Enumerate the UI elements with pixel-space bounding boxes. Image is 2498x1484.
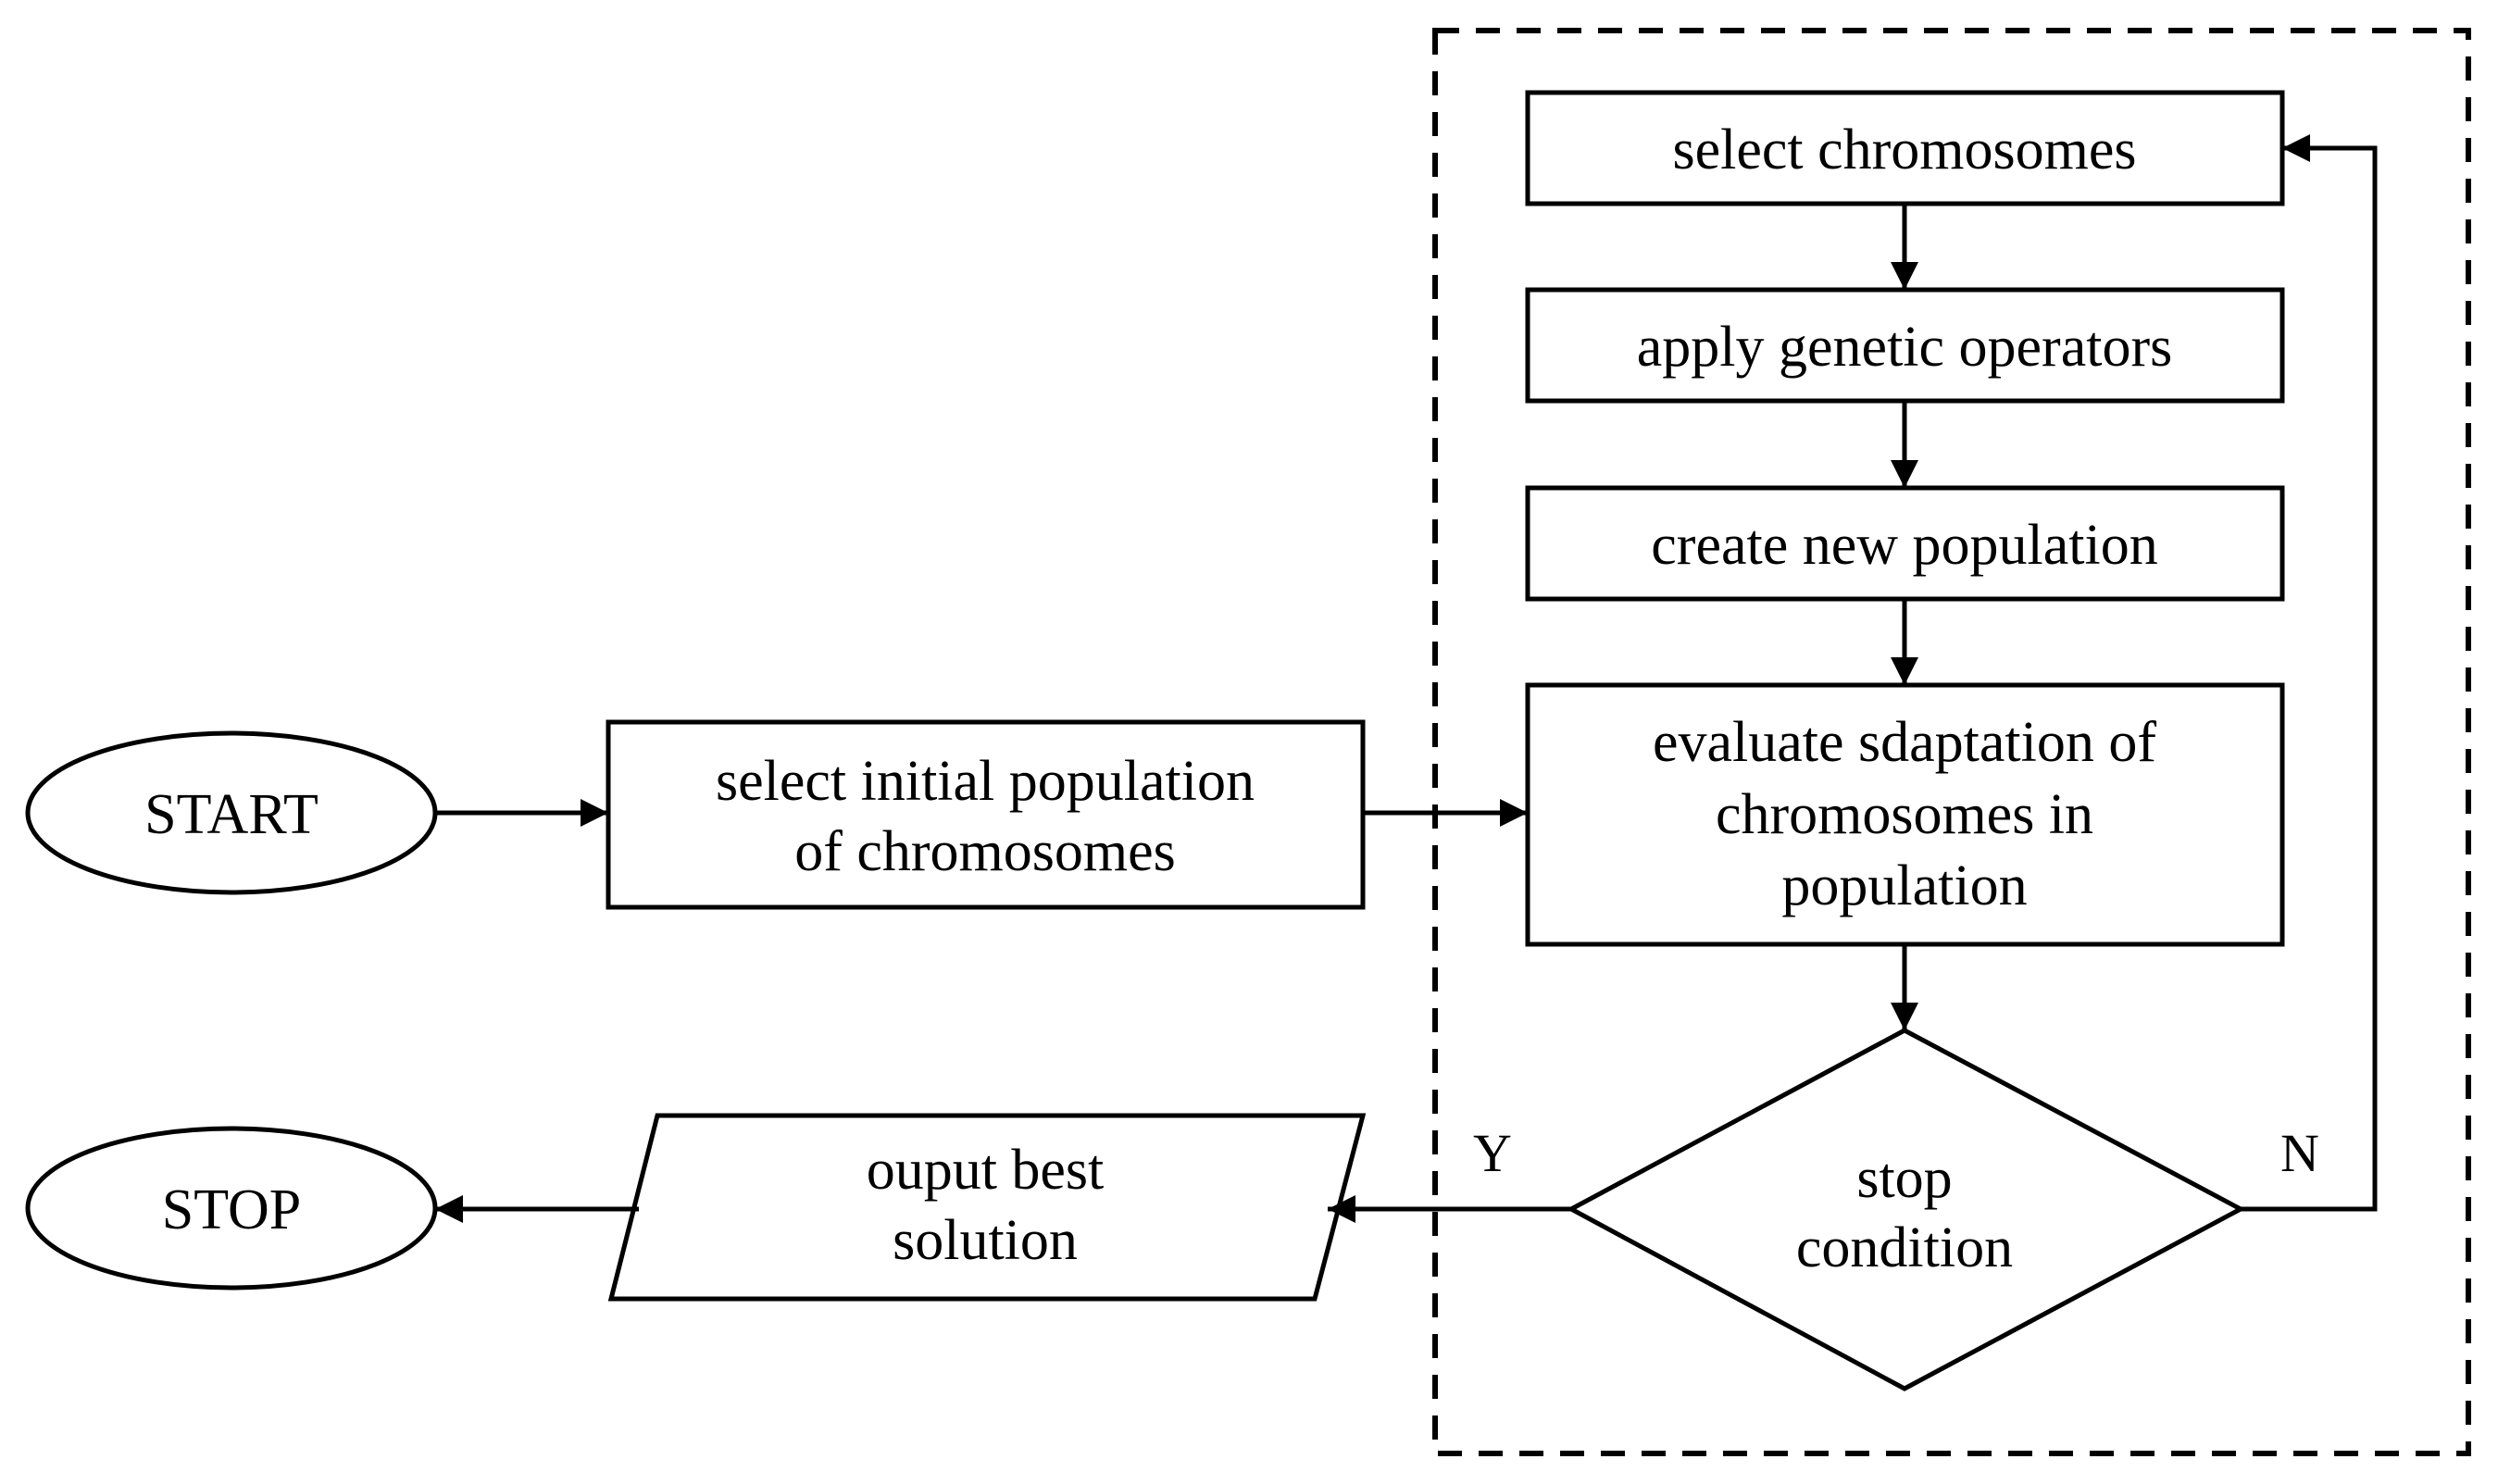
evaluate-adaptation-box: evaluate sdaptation of chromosomes in po… [1525,682,2285,947]
output-best-line-2: solution [893,1209,1078,1272]
select-initial-line-1: select initial population [716,750,1255,813]
no-label: N [2280,1123,2319,1183]
stop-condition-line-2: condition [1796,1216,2013,1279]
apply-genetic-operators-box: apply genetic operators [1525,287,2285,404]
stop-condition-line-1: stop [1856,1147,1952,1210]
evaluate-line-2: chromosomes in [1716,783,2093,846]
select-chromosomes-label: select chromosomes [1672,118,2136,181]
select-chromosomes-box: select chromosomes [1525,90,2285,206]
stop-condition-decision: stop condition [1566,1028,2246,1391]
create-new-population-label: create new population [1651,514,2157,577]
iteration-loop-region [1432,28,2471,1456]
start-terminal: START [25,730,438,895]
evaluate-line-3: population [1781,854,2027,917]
stop-label: STOP [162,1178,302,1241]
stop-terminal: STOP [25,1126,438,1291]
evaluate-line-1: evaluate sdaptation of [1653,711,2156,774]
yes-label: Y [1473,1123,1512,1183]
create-new-population-box: create new population [1525,485,2285,602]
output-best-line-1: ouput best [867,1139,1105,1202]
select-initial-population-box: select initial population of chromosomes [606,719,1366,910]
start-label: START [144,783,318,846]
output-best-solution-box: ouput best solution [607,1113,1367,1302]
select-initial-line-2: of chromosomes [794,820,1176,883]
arrow-condition-no-loop [2241,134,2378,1212]
apply-genetic-operators-label: apply genetic operators [1637,316,2172,379]
